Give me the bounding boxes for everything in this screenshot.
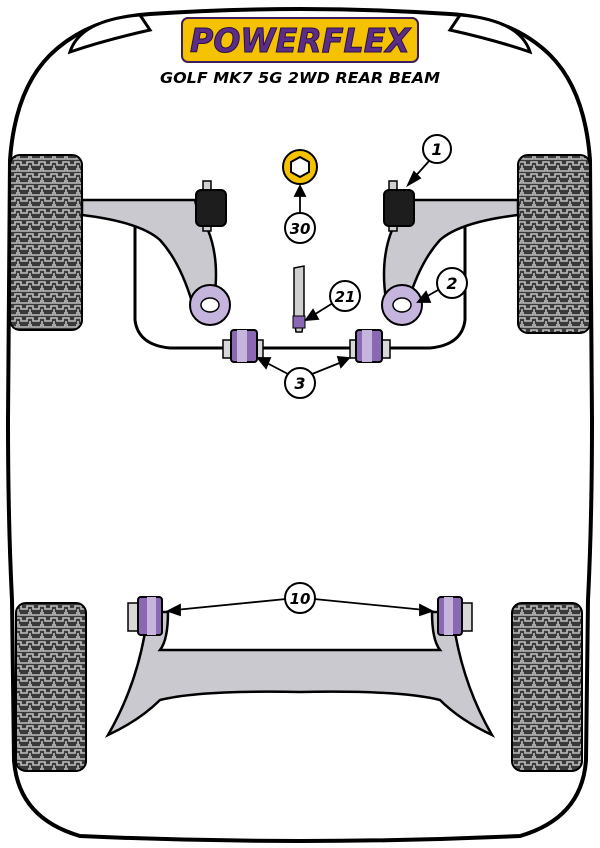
svg-text:30: 30: [290, 220, 311, 238]
svg-text:21: 21: [335, 288, 356, 306]
powerflex-logo: POWERFLEX: [181, 17, 419, 63]
car-body-outline: [5, 7, 595, 843]
gear-lever-bush: [292, 315, 306, 329]
leader-lines: [165, 159, 439, 617]
mirror-left: [67, 13, 153, 55]
wishbone-left: [80, 198, 218, 304]
wishbone-rear-bush-left: [189, 284, 231, 326]
svg-text:10: 10: [290, 590, 311, 608]
rear-beam-bush-left: [127, 596, 163, 636]
rear-beam: [104, 610, 496, 738]
hex-washer-item: [282, 149, 318, 185]
callout-10: 10: [284, 582, 316, 614]
callout-2: 2: [436, 267, 468, 299]
tyre-front-left: [9, 154, 83, 331]
mirror-right: [447, 13, 533, 55]
wishbone-rear-bush-right: [381, 284, 423, 326]
wishbone-front-bush-left: [195, 180, 227, 232]
front-subframe: [133, 225, 467, 350]
svg-text:1: 1: [431, 140, 442, 159]
svg-text:2: 2: [446, 274, 457, 293]
wishbone-right: [382, 198, 520, 304]
callout-21: 21: [329, 280, 361, 312]
svg-text:3: 3: [294, 374, 305, 393]
tyre-rear-left: [15, 602, 87, 772]
roll-bar-mount-right: [349, 329, 391, 363]
callout-30: 30: [284, 212, 316, 244]
svg-text:POWERFLEX: POWERFLEX: [190, 21, 411, 60]
roll-bar-mount-left: [222, 329, 264, 363]
callout-1: 1: [422, 134, 452, 164]
tyre-rear-right: [511, 602, 583, 772]
callout-3: 3: [284, 367, 316, 399]
tyre-front-right: [517, 154, 591, 334]
wishbone-front-bush-right: [383, 180, 415, 232]
diagram-title: GOLF MK7 5G 2WD REAR BEAM: [160, 69, 440, 87]
rear-beam-bush-right: [437, 596, 473, 636]
